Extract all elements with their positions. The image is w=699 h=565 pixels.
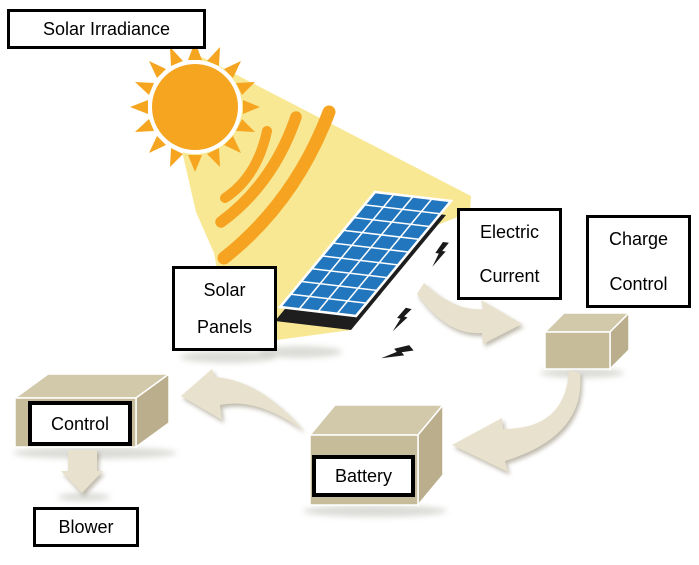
label-text: Control — [50, 413, 110, 434]
label-solar-irradiance: Solar Irradiance — [7, 9, 206, 49]
flow-arrow-charge-control-to-battery — [452, 370, 581, 472]
charge-controller-box — [543, 311, 631, 371]
label-charge-control: Charge Control — [586, 215, 691, 308]
label-text: Electric — [479, 222, 539, 242]
label-text: Solar — [203, 280, 246, 300]
label-battery: Battery — [312, 455, 415, 497]
flow-arrow-panel-to-charge-control — [417, 283, 522, 344]
label-solar-panels: Solar Panels — [172, 266, 277, 351]
label-text: Panels — [196, 317, 253, 337]
flow-arrows — [61, 283, 581, 493]
label-control: Control — [28, 401, 132, 446]
label-blower: Blower — [33, 507, 139, 547]
sun-icon — [130, 42, 260, 172]
lightning-bolt-icon — [392, 307, 412, 332]
label-text: Solar Irradiance — [42, 19, 171, 39]
label-electric-current: Electric Current — [457, 208, 562, 300]
label-text: Blower — [58, 517, 114, 537]
label-text: Charge — [608, 229, 669, 249]
label-text: Current — [479, 266, 540, 286]
lightning-bolt-icon — [432, 241, 449, 267]
lightning-bolts — [381, 241, 449, 359]
flow-arrow-battery-to-control — [181, 369, 304, 431]
shadows — [13, 346, 624, 517]
solar-panel-icon — [275, 190, 454, 330]
irradiance-waves-icon — [215, 105, 336, 265]
lightning-bolt-icon — [381, 345, 414, 359]
flow-arrow-control-to-blower — [61, 450, 103, 493]
label-text: Battery — [334, 466, 393, 486]
label-text: Control — [609, 274, 668, 294]
